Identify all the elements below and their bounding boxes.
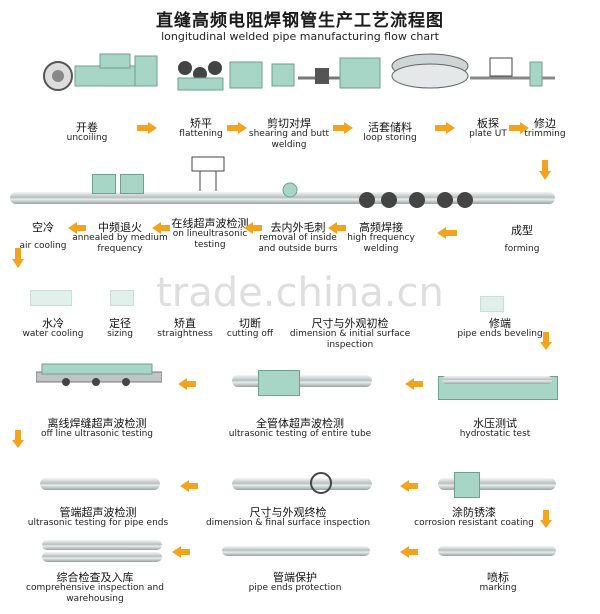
arrow-right-2 (227, 122, 247, 134)
water-cooling-unit (30, 290, 72, 306)
arrow-left-9 (180, 480, 198, 492)
sizing-unit (110, 290, 134, 306)
annealing-unit-1 (92, 174, 116, 194)
arrow-down-3 (540, 332, 552, 350)
row1-machinery (43, 53, 555, 91)
warehouse-pipe-2 (42, 552, 162, 562)
arrow-left-1 (437, 227, 457, 239)
marking-pipe (438, 546, 556, 556)
welding-rolls (359, 192, 473, 208)
arrow-right-4 (435, 122, 455, 134)
arrow-right-5 (509, 122, 529, 134)
arrow-right-3 (333, 122, 353, 134)
entire-tube-ut-pipe (232, 375, 372, 387)
burr-removal-device (282, 182, 298, 198)
arrow-left-5 (68, 222, 86, 234)
arrow-left-3 (244, 222, 262, 234)
arrow-down-5 (540, 510, 552, 528)
pipe-ends-ut-pipe (40, 478, 160, 490)
arrow-left-11 (172, 546, 190, 558)
arrow-left-6 (405, 378, 423, 390)
arrow-left-10 (400, 546, 418, 558)
arrow-down-2 (12, 248, 24, 268)
hydrostatic-pipe (442, 376, 552, 384)
arrow-down-4 (12, 430, 24, 448)
arrow-left-2 (328, 222, 346, 234)
arrow-left-4 (152, 222, 170, 234)
online-ut-device (191, 156, 225, 191)
arrow-left-7 (178, 378, 196, 390)
inspection-ring (310, 472, 332, 494)
coating-unit (454, 472, 480, 498)
page-title: 直缝高频电阻焊钢管生产工艺流程图 (156, 11, 444, 31)
protection-pipe (222, 546, 370, 556)
offline-ut-machine (36, 363, 162, 386)
final-inspection-pipe (232, 478, 372, 490)
arrow-down-1 (539, 160, 551, 180)
page-subtitle: longitudinal welded pipe manufacturing f… (161, 30, 439, 43)
beveling-unit (480, 296, 504, 312)
warehouse-pipe-1 (42, 540, 162, 550)
arrow-left-8 (400, 480, 418, 492)
annealing-unit-2 (120, 174, 144, 194)
watermark: trade.china.cn (156, 270, 444, 316)
arrow-right-1 (137, 122, 157, 134)
entire-tube-ut-unit (258, 370, 300, 396)
